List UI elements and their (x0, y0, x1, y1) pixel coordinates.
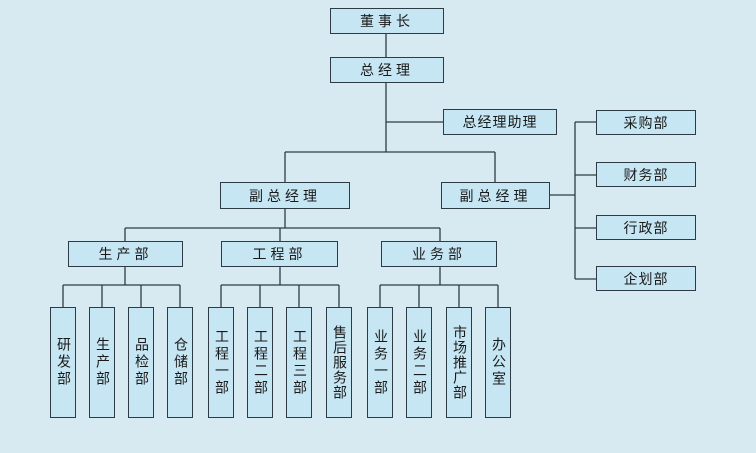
right-dept-box: 财务部 (596, 162, 696, 187)
chairman-box: 董事长 (330, 8, 444, 34)
department-box: 工程部 (221, 241, 338, 267)
production-unit-box: 生产部 (89, 307, 115, 418)
production-unit-box: 仓储部 (167, 307, 193, 418)
engineering-unit-box: 工程三部 (286, 307, 312, 418)
engineering-unit-box: 工程二部 (247, 307, 273, 418)
engineering-unit-box: 售后服务部 (326, 307, 352, 418)
right-dept-box: 企划部 (596, 266, 696, 291)
engineering-unit-box: 工程一部 (208, 307, 234, 418)
right-dept-box: 行政部 (596, 215, 696, 240)
production-unit-box: 品检部 (128, 307, 154, 418)
general-manager-box: 总经理 (330, 57, 444, 83)
business-unit-box: 市场推广部 (446, 307, 472, 418)
vice-gm-right-box: 副总经理 (441, 182, 550, 209)
department-box: 业务部 (381, 241, 497, 267)
right-dept-box: 采购部 (596, 110, 696, 135)
production-unit-box: 研发部 (50, 307, 76, 418)
business-unit-box: 办公室 (485, 307, 511, 418)
gm-assistant-box: 总经理助理 (443, 109, 557, 135)
vice-gm-left-box: 副总经理 (220, 182, 350, 209)
business-unit-box: 业务一部 (367, 307, 393, 418)
business-unit-box: 业务二部 (406, 307, 432, 418)
department-box: 生产部 (68, 241, 183, 267)
